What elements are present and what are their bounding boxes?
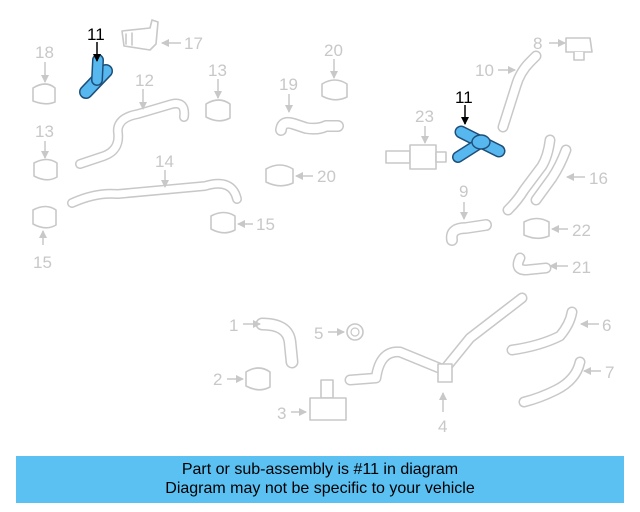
- part-19[interactable]: [275, 116, 344, 136]
- callout-12: 12: [135, 71, 154, 90]
- part-5[interactable]: [346, 323, 364, 341]
- callout-2: 2: [213, 370, 222, 389]
- callout-21: 21: [572, 258, 591, 277]
- part-12[interactable]: [75, 98, 190, 169]
- part-20-top[interactable]: [321, 79, 348, 101]
- callout-14: 14: [155, 152, 174, 171]
- caption-line-2: Diagram may not be specific to your vehi…: [165, 480, 475, 497]
- callout-15-right: 15: [256, 215, 275, 234]
- part-13-left[interactable]: [33, 158, 58, 181]
- callout-10: 10: [475, 61, 494, 80]
- part-17[interactable]: [121, 19, 159, 51]
- part-21[interactable]: [512, 252, 552, 276]
- callout-13-left: 13: [35, 122, 54, 141]
- part-20-mid[interactable]: [265, 164, 294, 187]
- callout-3: 3: [277, 404, 286, 423]
- callout-5: 5: [314, 324, 323, 343]
- callout-20-mid: 20: [317, 167, 336, 186]
- callout-6: 6: [602, 316, 611, 335]
- part-11-right[interactable]: [452, 125, 506, 163]
- callout-15-left: 15: [33, 253, 52, 272]
- caption-banner: Part or sub-assembly is #11 in diagram D…: [16, 456, 624, 503]
- callout-19: 19: [279, 75, 298, 94]
- callout-17: 17: [184, 34, 203, 53]
- part-10[interactable]: [497, 50, 542, 133]
- callout-22: 22: [572, 221, 591, 240]
- part-15-right[interactable]: [210, 211, 236, 234]
- caption-line-1: Part or sub-assembly is #11 in diagram: [181, 461, 459, 478]
- parts-diagram: 11 11 17 18 12 13 13 14 15: [32, 19, 614, 436]
- callout-23: 23: [415, 107, 434, 126]
- part-3[interactable]: [309, 379, 347, 421]
- part-18[interactable]: [32, 83, 56, 105]
- callout-1: 1: [229, 316, 238, 335]
- part-22[interactable]: [523, 217, 550, 240]
- part-9[interactable]: [445, 219, 492, 246]
- part-13-right[interactable]: [205, 99, 231, 122]
- part-16[interactable]: [502, 134, 572, 216]
- part-14[interactable]: [67, 178, 242, 208]
- part-4[interactable]: [344, 292, 528, 386]
- callout-4: 4: [438, 417, 447, 436]
- part-23[interactable]: [385, 144, 447, 170]
- part-15-left[interactable]: [32, 205, 57, 229]
- callout-9: 9: [459, 182, 468, 201]
- callout-7: 7: [605, 363, 614, 382]
- callout-11-left: 11: [87, 25, 105, 44]
- part-11-left[interactable]: [79, 54, 113, 99]
- part-6[interactable]: [506, 306, 578, 356]
- part-2[interactable]: [245, 367, 271, 391]
- callout-8: 8: [533, 34, 542, 53]
- callout-20-top: 20: [324, 41, 343, 60]
- part-8[interactable]: [565, 37, 593, 61]
- callout-18: 18: [35, 43, 54, 62]
- callout-16: 16: [589, 169, 608, 188]
- callout-11-right: 11: [455, 88, 473, 107]
- part-1[interactable]: [255, 317, 299, 369]
- part-7[interactable]: [518, 356, 586, 408]
- callout-13-right: 13: [208, 61, 227, 80]
